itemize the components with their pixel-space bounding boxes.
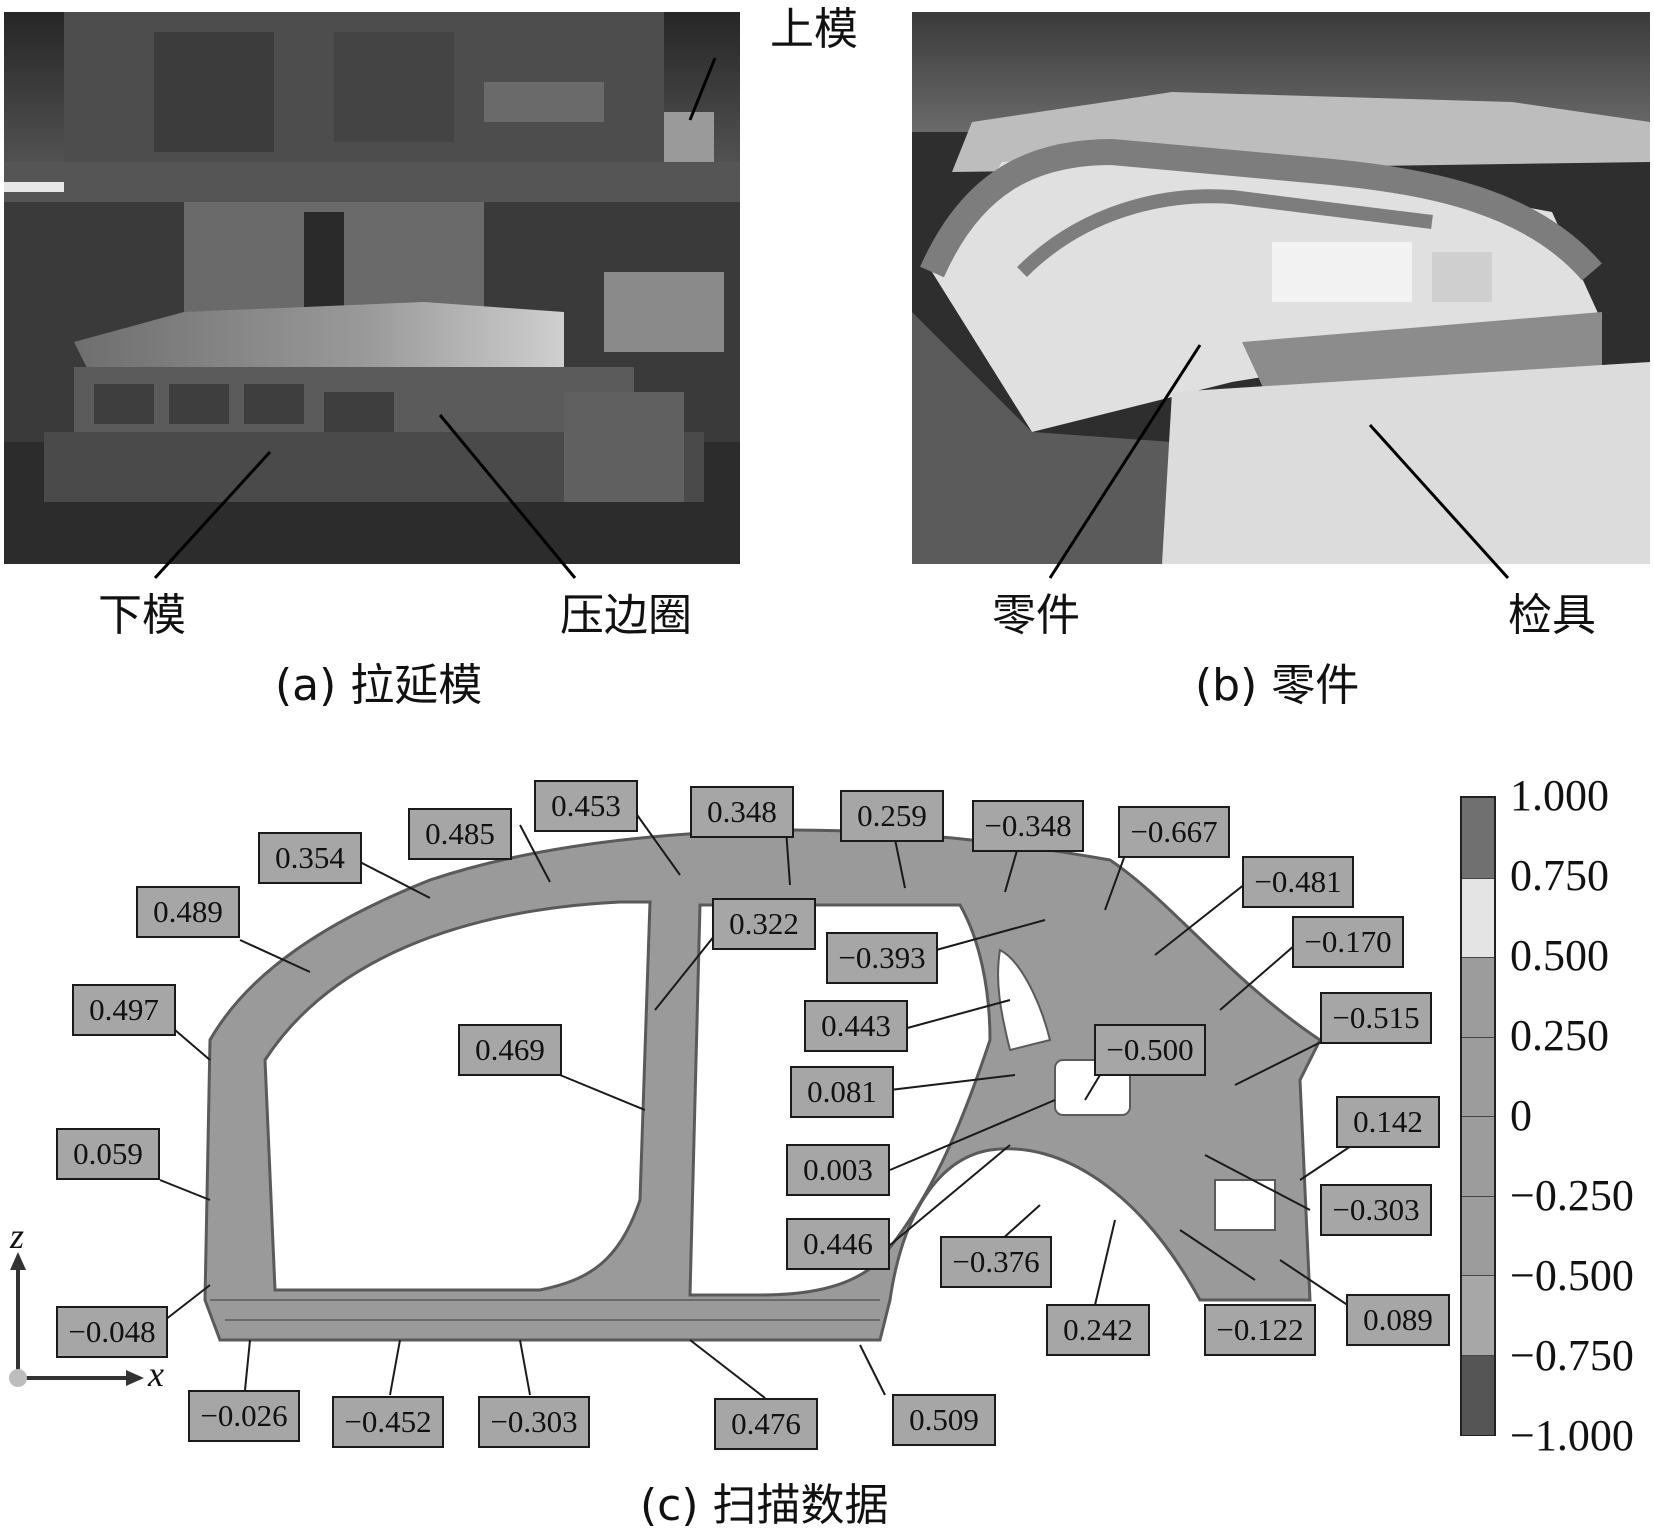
colorbar-segment: [1462, 957, 1494, 1038]
callout-5: −0.667: [1118, 806, 1230, 858]
colorbar-tick-label: −0.500: [1510, 1251, 1634, 1300]
callout-25: 0.242: [1046, 1304, 1150, 1356]
callout-13: 0.443: [804, 1000, 908, 1052]
callout-28: −0.026: [188, 1390, 300, 1442]
colorbar-segment: [1462, 1116, 1494, 1197]
callout-7: −0.481: [1242, 856, 1354, 908]
draw-die-photo: [4, 12, 740, 564]
upper-die-label: 上模: [770, 4, 858, 55]
side-panel-scan: [159, 804, 1371, 1399]
colorbar-tick-label: −0.750: [1510, 1331, 1634, 1380]
callout-22: 0.446: [786, 1218, 890, 1270]
colorbar-tick-label: 0: [1510, 1091, 1532, 1140]
callout-24: −0.048: [56, 1306, 168, 1358]
callout-8: 0.489: [136, 886, 240, 938]
colorbar: [1460, 796, 1496, 1436]
callout-9: 0.322: [712, 898, 816, 950]
axis-indicator: [9, 1252, 144, 1387]
panel-a-leader-lines: [153, 57, 717, 580]
colorbar-tick-label: 1.000: [1510, 771, 1609, 820]
callout-17: 0.081: [790, 1066, 894, 1118]
callout-32: 0.509: [892, 1394, 996, 1446]
caption-a: (a) 拉延模: [275, 660, 483, 711]
z-axis-label: z: [10, 1216, 25, 1256]
colorbar-segment: [1462, 1354, 1494, 1435]
callout-31: 0.476: [714, 1398, 818, 1450]
colorbar-tick-label: 0.250: [1510, 1011, 1609, 1060]
colorbar-tick-label: 0.750: [1510, 851, 1609, 900]
callout-20: 0.003: [786, 1144, 890, 1196]
colorbar-segment: [1462, 1036, 1494, 1117]
panel-b-leader-lines: [1048, 344, 1510, 580]
callout-2: 0.259: [840, 790, 944, 842]
callout-16: −0.500: [1094, 1024, 1206, 1076]
colorbar-tick-label: −1.000: [1510, 1411, 1634, 1460]
callout-10: −0.170: [1292, 916, 1404, 968]
callout-6: 0.354: [258, 832, 362, 884]
callout-14: −0.515: [1320, 992, 1432, 1044]
callout-4: 0.485: [408, 808, 512, 860]
colorbar-segment: [1462, 877, 1494, 958]
callout-0: 0.453: [534, 780, 638, 832]
caption-b: (b) 零件: [1195, 660, 1360, 711]
callout-23: −0.376: [940, 1236, 1052, 1288]
callout-18: 0.142: [1336, 1096, 1440, 1148]
callout-19: 0.059: [56, 1128, 160, 1180]
fixture-label: 检具: [1508, 590, 1596, 641]
callout-29: −0.452: [332, 1396, 444, 1448]
callout-27: 0.089: [1346, 1294, 1450, 1346]
colorbar-segment: [1462, 1195, 1494, 1276]
callout-12: 0.497: [72, 984, 176, 1036]
callout-30: −0.303: [478, 1396, 590, 1448]
callout-26: −0.122: [1204, 1304, 1316, 1356]
callout-1: 0.348: [690, 786, 794, 838]
callout-3: −0.348: [972, 800, 1084, 852]
colorbar-tick-label: 0.500: [1510, 931, 1609, 980]
callout-leaders: [159, 804, 1371, 1399]
callout-11: −0.393: [826, 932, 938, 984]
callout-21: −0.303: [1320, 1184, 1432, 1236]
body-side-outline: [203, 828, 1322, 1342]
colorbar-tick-label: −0.250: [1510, 1171, 1634, 1220]
part-fixture-photo: [912, 12, 1650, 564]
colorbar-segment: [1462, 798, 1494, 878]
lower-die-label: 下模: [98, 590, 186, 641]
blank-holder-label: 压边圈: [560, 590, 692, 641]
caption-c: (c) 扫描数据: [640, 1480, 889, 1531]
callout-15: 0.469: [458, 1024, 562, 1076]
colorbar-segment: [1462, 1275, 1494, 1356]
x-axis-label: x: [148, 1354, 164, 1394]
part-label: 零件: [992, 590, 1080, 641]
